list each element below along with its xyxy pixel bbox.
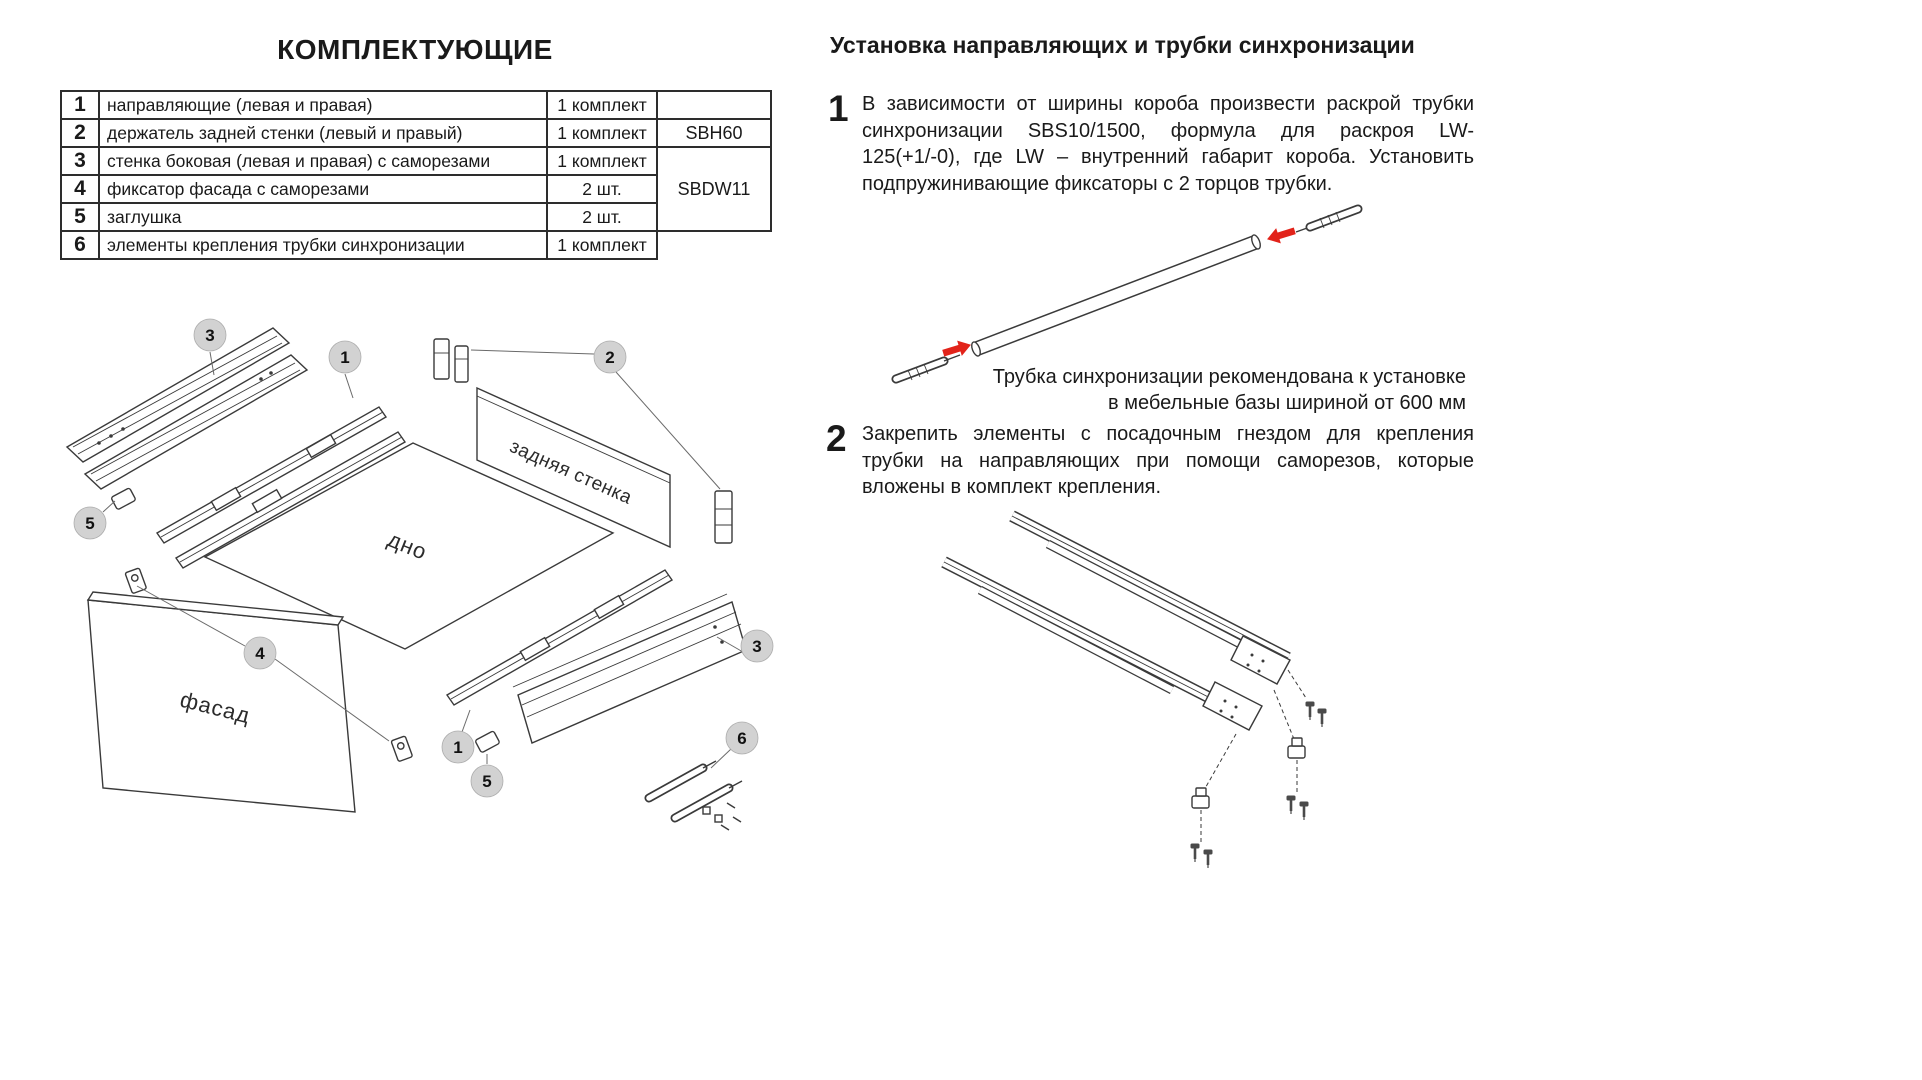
svg-text:5: 5 xyxy=(482,772,491,791)
part-code: SBH60 xyxy=(656,118,772,148)
rail-bottom-drawing xyxy=(445,569,674,706)
front-panel-drawing: фасад xyxy=(86,591,356,813)
back-wall-holders-drawing xyxy=(433,338,733,544)
step-1-text: В зависимости от ширины короба произвест… xyxy=(862,93,1474,195)
callout-rail-bottom: 1 xyxy=(441,730,475,764)
bottom-panel-drawing: дно xyxy=(203,442,615,650)
svg-text:4: 4 xyxy=(255,644,265,663)
row-number: 3 xyxy=(60,146,100,176)
part-name: стенка боковая (левая и правая) с саморе… xyxy=(98,146,548,176)
table-row: 1 направляющие (левая и правая) 1 компле… xyxy=(60,90,772,120)
part-qty: 2 шт. xyxy=(546,174,658,204)
install-title: Установка направляющих и трубки синхрони… xyxy=(830,32,1415,58)
callout-rail-top: 1 xyxy=(328,340,362,374)
sync-elements-drawing xyxy=(644,760,743,831)
part-name: направляющие (левая и правая) xyxy=(98,90,548,120)
table-row: 5 заглушка 2 шт. xyxy=(60,202,771,232)
part-qty: 1 комплект xyxy=(546,146,658,176)
mount-clips-drawing xyxy=(1189,669,1328,870)
part-qty: 2 шт. xyxy=(546,202,658,232)
table-row: 3 стенка боковая (левая и правая) с само… xyxy=(60,146,772,232)
tube-note-line-2: в мебельные базы шириной от 600 мм xyxy=(1108,392,1466,414)
callout-plug-top: 5 xyxy=(73,506,107,540)
side-panel-bottom-drawing xyxy=(512,593,747,744)
rail-lower-drawing xyxy=(941,556,1263,731)
part-name: фиксатор фасада с саморезами xyxy=(98,174,548,204)
part-code xyxy=(656,90,772,120)
facade-fixators-drawing xyxy=(124,567,413,762)
row-number: 2 xyxy=(60,118,100,148)
tube-fixator-left-drawing xyxy=(891,354,961,384)
row-number: 5 xyxy=(60,202,100,232)
sync-tube-diagram xyxy=(891,204,1363,384)
part-name: элементы крепления трубки синхронизации xyxy=(98,230,548,260)
part-qty: 1 комплект xyxy=(546,118,658,148)
table-row: 6 элементы крепления трубки синхронизаци… xyxy=(60,230,771,260)
rails-top-drawing xyxy=(155,406,407,569)
row-number: 6 xyxy=(60,230,100,260)
svg-text:3: 3 xyxy=(205,326,214,345)
callout-side-bottom: 3 xyxy=(740,629,774,663)
parts-list-title: КОМПЛЕКТУЮЩИЕ xyxy=(277,34,553,65)
rails-mounting-diagram xyxy=(941,510,1328,870)
exploded-diagram: задняя стенка дно фасад xyxy=(65,318,774,831)
svg-text:5: 5 xyxy=(85,514,94,533)
callout-side-top: 3 xyxy=(193,318,227,352)
svg-text:1: 1 xyxy=(453,738,462,757)
part-name: заглушка xyxy=(98,202,548,232)
part-code: SBDW11 xyxy=(656,146,772,232)
tube-note-line-1: Трубка синхронизации рекомендована к уст… xyxy=(992,366,1466,388)
part-qty: 1 комплект xyxy=(546,90,658,120)
svg-text:6: 6 xyxy=(737,729,746,748)
step-1-number: 1 xyxy=(828,88,849,129)
parts-table: 1 направляющие (левая и правая) 1 компле… xyxy=(60,90,772,260)
callout-leader-lines xyxy=(102,349,744,769)
table-row: 2 держатель задней стенки (левый и правы… xyxy=(60,118,772,148)
table-row: 4 фиксатор фасада с саморезами 2 шт. xyxy=(60,174,771,204)
row-number: 4 xyxy=(60,174,100,204)
row-number: 1 xyxy=(60,90,100,120)
callout-front-fix: 4 xyxy=(243,636,277,670)
side-panels-top-drawing xyxy=(65,327,309,490)
tube-note: Трубка синхронизации рекомендована к уст… xyxy=(898,364,1466,416)
part-name: держатель задней стенки (левый и правый) xyxy=(98,118,548,148)
svg-text:1: 1 xyxy=(340,348,349,367)
insert-arrow-right-icon xyxy=(1264,223,1298,247)
svg-text:2: 2 xyxy=(605,348,614,367)
callout-sync-elems: 6 xyxy=(725,721,759,755)
step-2-number: 2 xyxy=(826,418,847,459)
part-qty: 1 комплект xyxy=(546,230,658,260)
callout-holder: 2 xyxy=(593,340,627,374)
svg-text:3: 3 xyxy=(752,637,761,656)
plugs-drawing xyxy=(111,487,500,753)
tube-fixator-right-drawing xyxy=(1295,204,1363,233)
callouts: 3 1 2 5 4 1 5 6 xyxy=(73,318,774,798)
rail-upper-drawing xyxy=(1009,510,1291,685)
step-2-text: Закрепить элементы с посадочным гнездом … xyxy=(862,423,1474,499)
callout-plug-bottom: 5 xyxy=(470,764,504,798)
tube-drawing xyxy=(971,234,1261,357)
